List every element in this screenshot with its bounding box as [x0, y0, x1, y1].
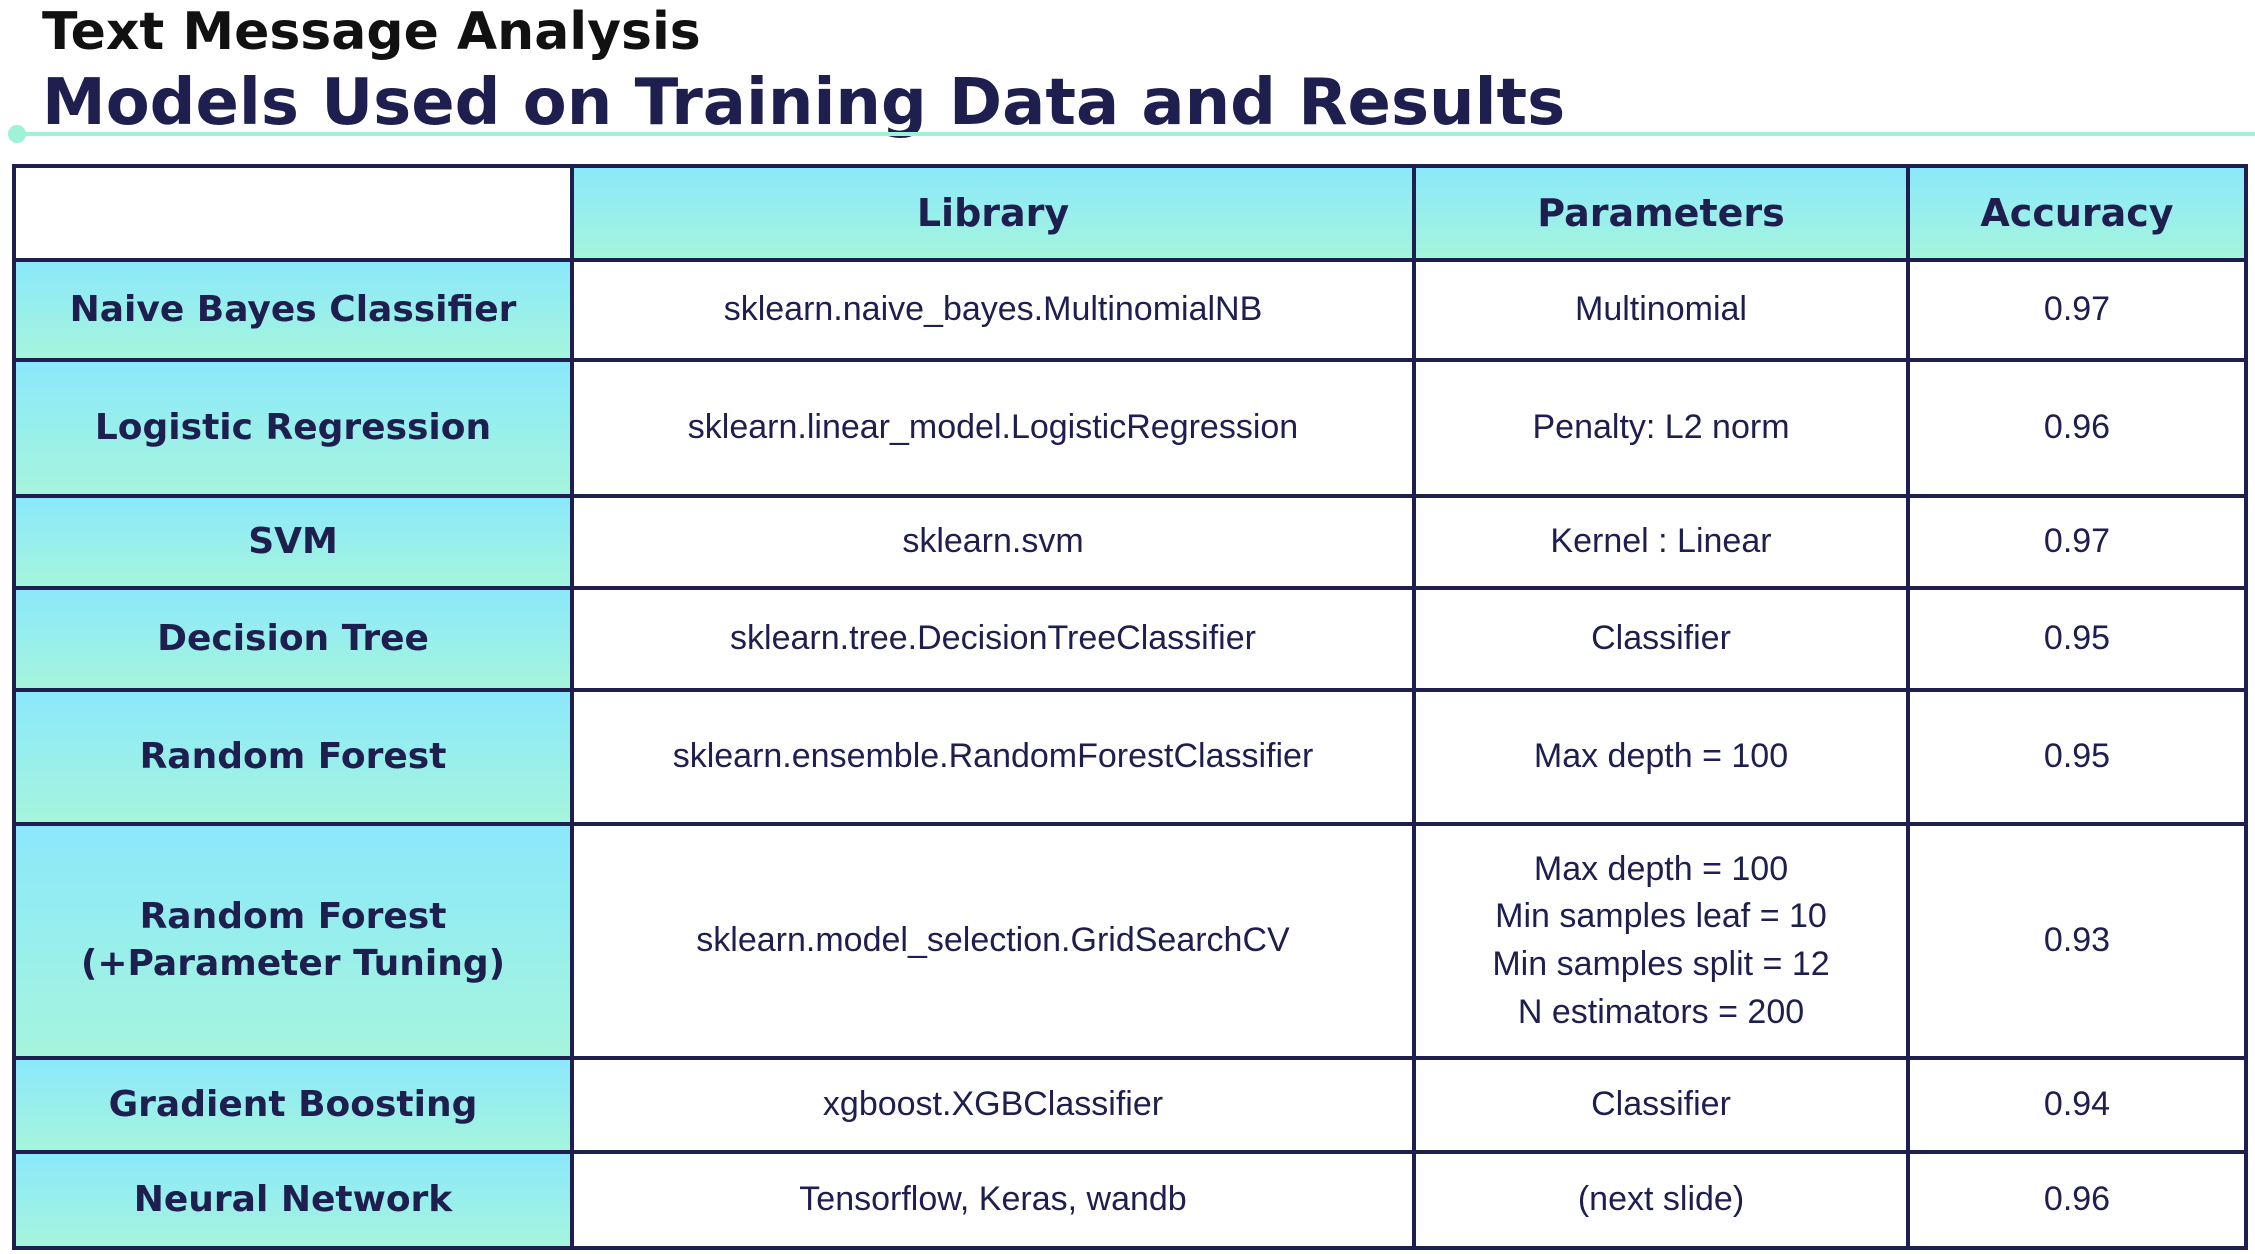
parameter-line: Multinomial	[1575, 290, 1747, 329]
parameter-line: Kernel : Linear	[1550, 522, 1772, 561]
parameter-line: N estimators = 200	[1517, 992, 1805, 1031]
accuracy-cell: 0.95	[1906, 688, 2248, 826]
table-row: Gradient Boosting xgboost.XGBClassifier …	[12, 1056, 2248, 1154]
library-cell: sklearn.linear_model.LogisticRegression	[570, 358, 1416, 498]
header-corner-cell	[12, 164, 574, 262]
parameter-line: Penalty: L2 norm	[1532, 408, 1790, 447]
accuracy-cell: 0.94	[1906, 1056, 2248, 1154]
parameter-line: Max depth = 100	[1533, 849, 1789, 888]
parameter-line: (next slide)	[1577, 1180, 1745, 1219]
model-name: SVM	[12, 494, 574, 590]
slide-subtitle: Models Used on Training Data and Results	[42, 66, 1566, 140]
table-row: Naive Bayes Classifier sklearn.naive_bay…	[12, 258, 2248, 362]
library-cell: sklearn.svm	[570, 494, 1416, 590]
parameter-line: Min samples split = 12	[1492, 945, 1830, 983]
accent-divider	[16, 132, 2255, 136]
library-cell: xgboost.XGBClassifier	[570, 1056, 1416, 1154]
table-row: Random Forest sklearn.ensemble.RandomFor…	[12, 688, 2248, 826]
accuracy-cell: 0.93	[1906, 822, 2248, 1060]
model-name: Random Forest	[12, 688, 574, 826]
model-name: Logistic Regression	[12, 358, 574, 498]
table-row: Decision Tree sklearn.tree.DecisionTreeC…	[12, 586, 2248, 692]
parameters-cell: Max depth = 100	[1412, 688, 1910, 826]
slide-title: Text Message Analysis	[42, 2, 701, 62]
table-row: Random Forest (+Parameter Tuning) sklear…	[12, 822, 2248, 1060]
model-name: Decision Tree	[12, 586, 574, 692]
accuracy-cell: 0.97	[1906, 258, 2248, 362]
header-library: Library	[570, 164, 1416, 262]
header-parameters: Parameters	[1412, 164, 1910, 262]
table-header-row: Library Parameters Accuracy	[12, 164, 2248, 262]
results-table: Library Parameters Accuracy Naive Bayes …	[12, 164, 2248, 1250]
model-name: Naive Bayes Classifier	[12, 258, 574, 362]
parameter-line: Min samples leaf = 10	[1495, 897, 1827, 936]
parameters-cell: Kernel : Linear	[1412, 494, 1910, 590]
parameters-cell: Max depth = 100 Min samples leaf = 10 Mi…	[1412, 822, 1910, 1060]
table-row: Neural Network Tensorflow, Keras, wandb …	[12, 1150, 2248, 1250]
accuracy-cell: 0.96	[1906, 1150, 2248, 1250]
accuracy-cell: 0.96	[1906, 358, 2248, 498]
library-cell: sklearn.ensemble.RandomForestClassifier	[570, 688, 1416, 826]
parameters-cell: Classifier	[1412, 586, 1910, 692]
parameter-line: Classifier	[1591, 1085, 1731, 1124]
model-name: Gradient Boosting	[12, 1056, 574, 1154]
library-cell: sklearn.naive_bayes.MultinomialNB	[570, 258, 1416, 362]
parameters-cell: Classifier	[1412, 1056, 1910, 1154]
header-accuracy: Accuracy	[1906, 164, 2248, 262]
table-row: Logistic Regression sklearn.linear_model…	[12, 358, 2248, 498]
parameter-line: Classifier	[1591, 619, 1731, 658]
model-name: Neural Network	[12, 1150, 574, 1250]
library-cell: sklearn.model_selection.GridSearchCV	[570, 822, 1416, 1060]
parameters-cell: Multinomial	[1412, 258, 1910, 362]
accuracy-cell: 0.97	[1906, 494, 2248, 590]
library-cell: sklearn.tree.DecisionTreeClassifier	[570, 586, 1416, 692]
table-row: SVM sklearn.svm Kernel : Linear 0.97	[12, 494, 2248, 590]
accuracy-cell: 0.95	[1906, 586, 2248, 692]
model-name: Random Forest (+Parameter Tuning)	[12, 822, 574, 1060]
parameters-cell: (next slide)	[1412, 1150, 1910, 1250]
parameters-cell: Penalty: L2 norm	[1412, 358, 1910, 498]
library-cell: Tensorflow, Keras, wandb	[570, 1150, 1416, 1250]
parameter-line: Max depth = 100	[1533, 737, 1789, 776]
